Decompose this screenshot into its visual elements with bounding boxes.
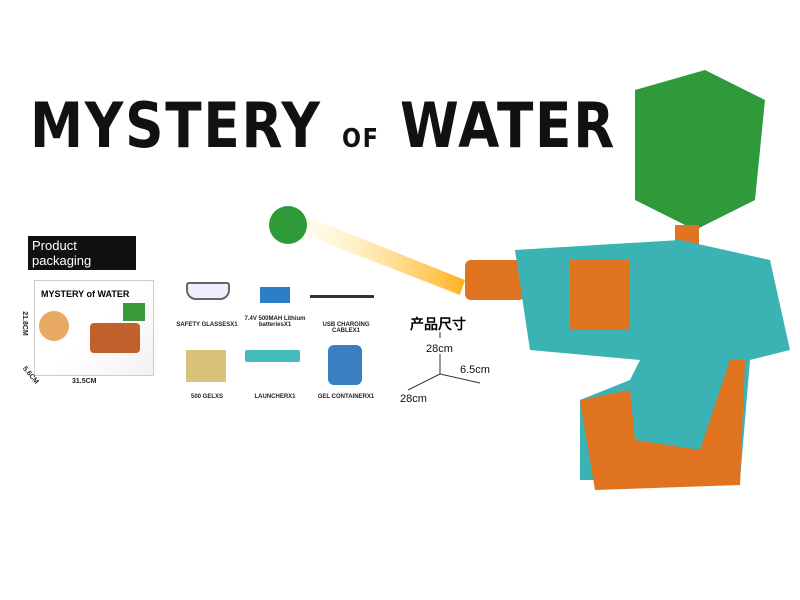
safety-glasses-image [186, 282, 230, 300]
accessory-label: USB CHARGING CABLEX1 [322, 322, 370, 334]
usb-cable-image [310, 295, 374, 298]
size-length: 28cm [400, 393, 427, 405]
battery-image [260, 287, 290, 303]
accessory-label: SAFETY GLASSESX1 [176, 322, 238, 328]
box-title: MYSTERY of WATER [41, 289, 130, 299]
box-width: 31.5CM [72, 378, 97, 385]
accessory-label: GEL CONTAINERX1 [317, 394, 375, 400]
box-height: 21.8CM [20, 311, 28, 336]
accessory-label: LAUNCHERX1 [254, 394, 296, 400]
launcher-image [245, 350, 300, 362]
gel-blaster-image [269, 70, 790, 490]
packaging-label: Product packaging 产品包装展示 [28, 236, 136, 283]
size-width: 6.5cm [460, 364, 490, 376]
accessory-label: 7.4V 500MAH Lithium batteriesX1 [244, 316, 306, 328]
product-title: MYSTERY OF WATER [30, 89, 616, 162]
dimension-axes [407, 332, 481, 391]
size-heading: 产品尺寸 [410, 316, 466, 332]
gel-container-image [328, 345, 362, 385]
package-box-image: MYSTERY of WATER [34, 280, 154, 376]
size-height: 28cm [426, 343, 453, 355]
accessory-label: 500 GELXS [190, 394, 223, 400]
gel-pack-image [186, 350, 226, 382]
